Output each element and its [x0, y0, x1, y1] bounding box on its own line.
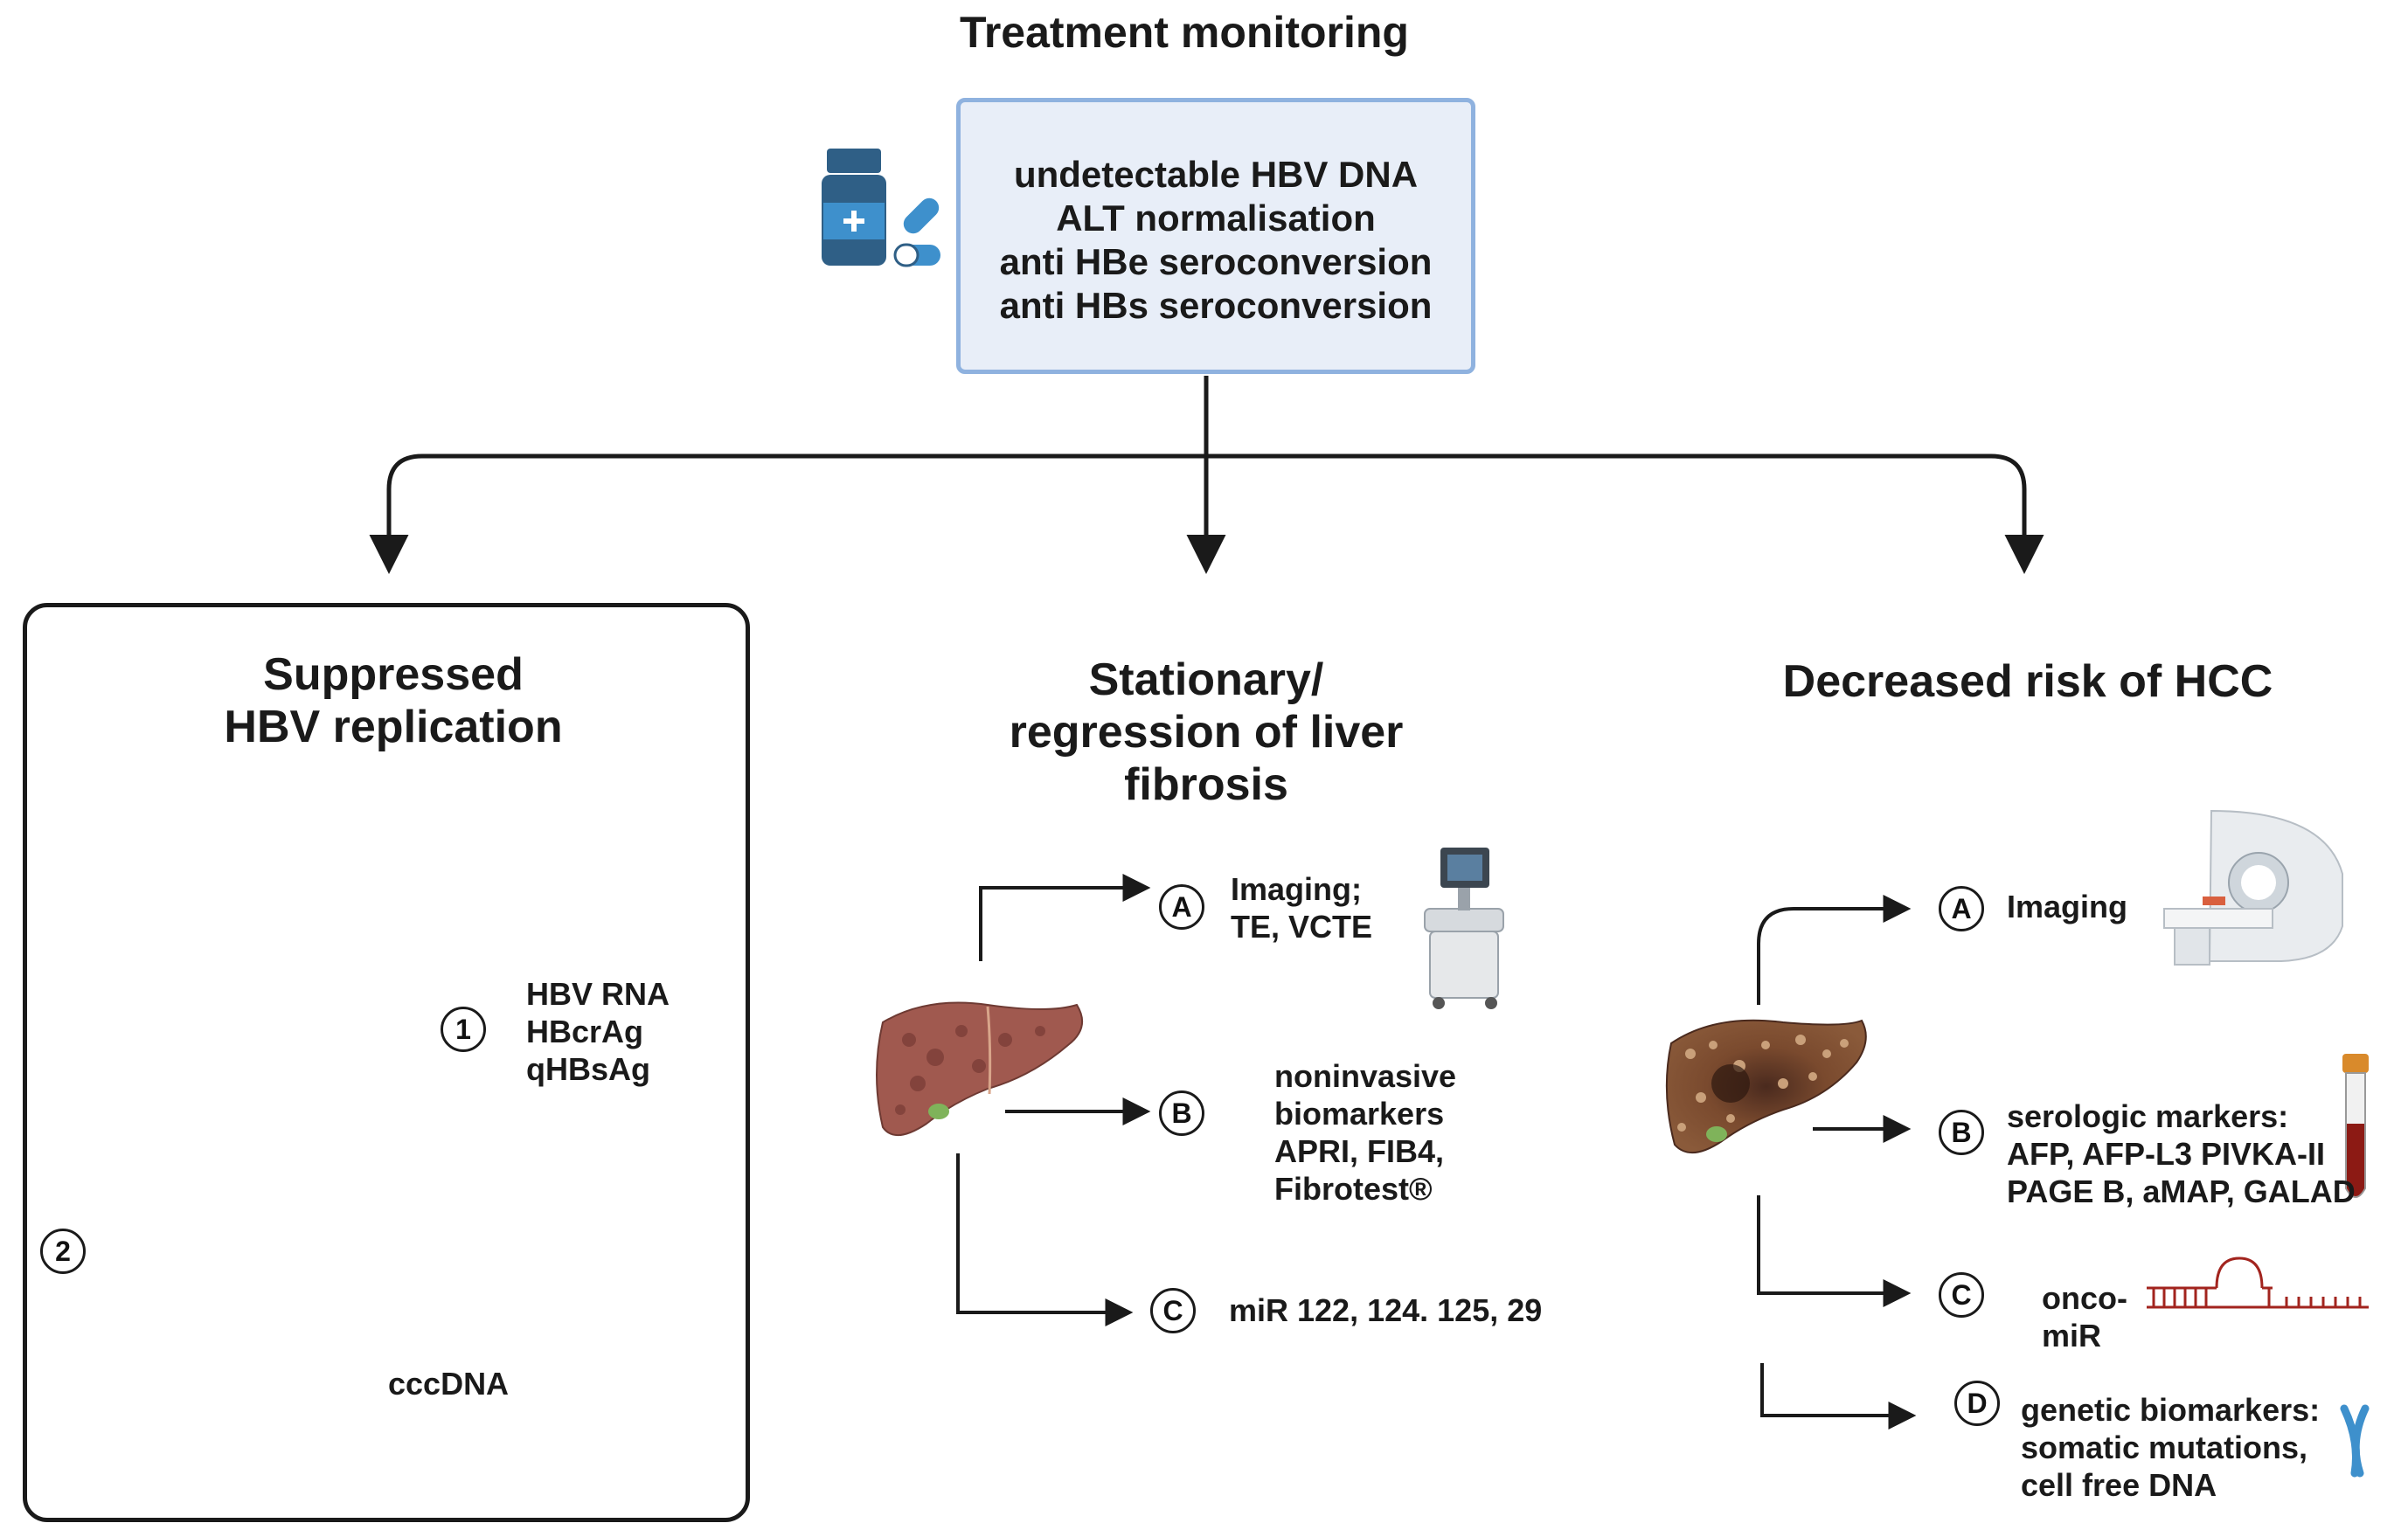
item-genetic-text: genetic biomarkers: somatic mutations, c… [2021, 1391, 2320, 1504]
monitoring-goals-box: undetectable HBV DNA ALT normalisation a… [956, 98, 1475, 374]
item-line: PAGE B, aMAP, GALAD [2007, 1173, 2356, 1209]
blood-tube-icon [2342, 1054, 2369, 1198]
mri-scanner-icon [2163, 809, 2343, 966]
chromosome-icon [2340, 1404, 2370, 1478]
item-line: Fibrotest® [1274, 1171, 1433, 1207]
goal-item: ALT normalisation [1056, 197, 1376, 239]
item-line: onco- [2042, 1280, 2127, 1316]
title-line: HBV replication [224, 702, 563, 752]
goal-item: anti HBe seroconversion [999, 241, 1433, 282]
item-line: serologic markers: [2007, 1098, 2289, 1134]
item-line: somatic mutations, [2021, 1430, 2308, 1465]
pill-icon [893, 197, 940, 267]
marker-item: qHBsAg [526, 1051, 650, 1087]
title-line: Suppressed [263, 649, 524, 700]
item-line: Imaging; [1231, 871, 1362, 907]
panel-suppressed-replication [23, 603, 750, 1522]
item-serologic-text: serologic markers: AFP, AFP-L3 PIVKA-II … [2007, 1097, 2356, 1210]
item-line: noninvasive [1274, 1058, 1457, 1094]
goal-item: undetectable HBV DNA [1013, 154, 1419, 195]
medicine-bottle-icon [822, 149, 886, 266]
marker-number-1: 1 [441, 1007, 486, 1052]
item-imaging-text: Imaging; TE, VCTE [1231, 870, 1372, 945]
item-line: biomarkers [1274, 1096, 1445, 1132]
item-biomarkers-text: noninvasive biomarkers APRI, FIB4, Fibro… [1274, 1057, 1456, 1208]
item-letter-b: B [1159, 1090, 1204, 1136]
title-line: fibrosis [1124, 759, 1288, 810]
panel3-arrows [1757, 895, 1917, 1430]
panel-1-title: Suppressed HBV replication [166, 648, 621, 753]
hcc-liver-icon [1665, 1019, 1867, 1154]
item-line: miR [2042, 1318, 2102, 1353]
panel2-arrows [956, 874, 1151, 1326]
marker-list: HBV RNA HBcrAg qHBsAg [526, 975, 670, 1088]
item-oncomir-text: onco- miR [2042, 1279, 2127, 1354]
ultrasound-machine-icon [1424, 848, 1504, 1009]
item-line: genetic biomarkers: [2021, 1392, 2321, 1428]
marker-item: HBV RNA [526, 976, 670, 1012]
item-letter-b: B [1939, 1110, 1984, 1155]
connector-arrows [369, 376, 2044, 574]
panel-2-title: Stationary/ regression of liver fibrosis [883, 654, 1530, 811]
item-line: AFP, AFP-L3 PIVKA-II [2007, 1136, 2326, 1172]
item-mirna-text: miR 122, 124. 125, 29 [1229, 1292, 1543, 1328]
marker-item: HBcrAg [526, 1014, 644, 1049]
item-letter-c: C [1939, 1272, 1984, 1318]
item-letter-a: A [1939, 886, 1984, 931]
item-line: TE, VCTE [1231, 909, 1373, 945]
mirna-icon [2147, 1257, 2369, 1309]
cccdna-label: cccDNA [388, 1366, 510, 1402]
marker-number-2: 2 [40, 1229, 86, 1274]
title-line: Stationary/ [1088, 654, 1324, 705]
item-letter-d: D [1954, 1381, 2000, 1426]
title-line: regression of liver [1009, 707, 1404, 758]
item-imaging-text: Imaging [2007, 889, 2128, 924]
item-letter-a: A [1159, 884, 1204, 930]
page-title: Treatment monitoring [960, 8, 1409, 57]
fibrotic-liver-icon [876, 1001, 1084, 1136]
item-line: cell free DNA [2021, 1467, 2217, 1503]
item-line: APRI, FIB4, [1274, 1133, 1445, 1169]
item-letter-c: C [1150, 1288, 1196, 1333]
goal-item: anti HBs seroconversion [999, 285, 1433, 326]
panel-3-title: Decreased risk of HCC [1782, 656, 2273, 707]
